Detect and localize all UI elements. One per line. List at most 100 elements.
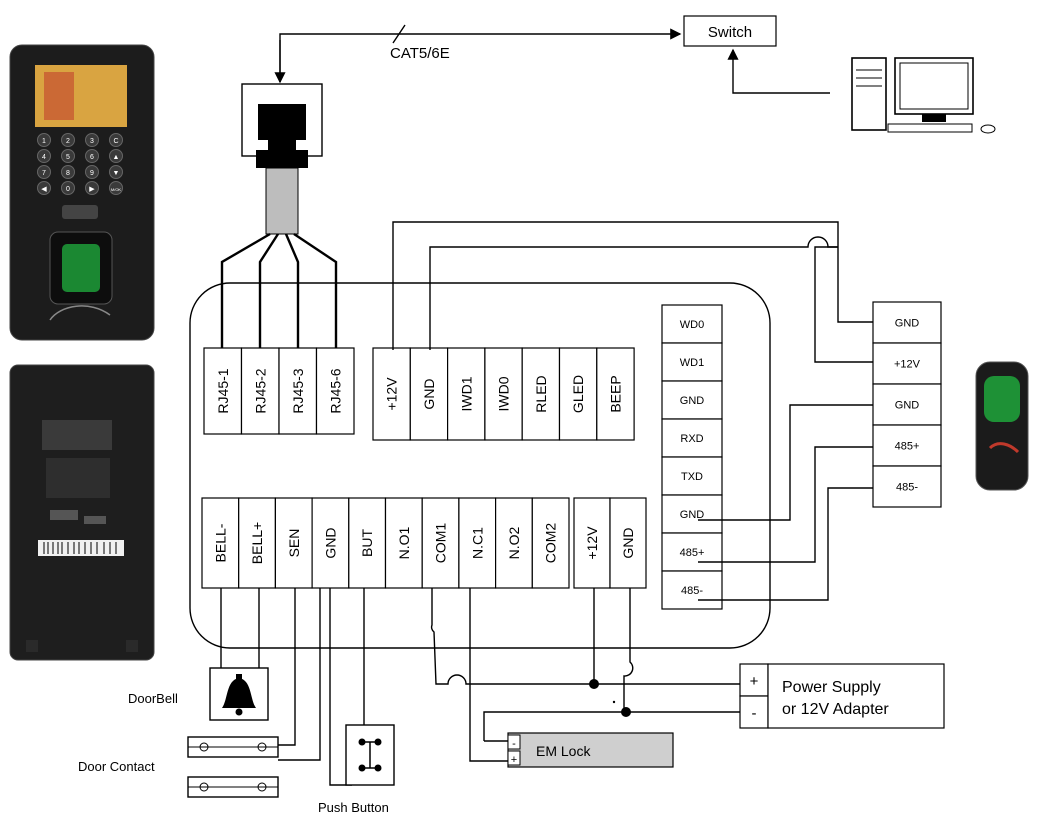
keypad-key-label-12: ◀ (41, 186, 47, 193)
keypad-key-label-6: 6 (90, 154, 94, 161)
reader-logo-icon (988, 442, 1020, 454)
keypad-key-9 (61, 165, 75, 179)
door-bell-icon (209, 667, 269, 721)
switch-box (683, 15, 777, 47)
door-bell-label: DoorBell (128, 691, 178, 706)
io-label-bell-0: BELL- (212, 523, 228, 562)
wiegand-terminal-iwd1-2 (447, 347, 486, 441)
keypad-key-15 (109, 181, 123, 195)
cable-boot (256, 150, 308, 168)
barcode-sticker (38, 540, 124, 556)
computer-icon (851, 57, 996, 134)
reader-terminal-485-4 (872, 465, 942, 508)
rs485-terminal-txd-4 (661, 456, 723, 496)
rs485-label-wd0-0: WD0 (680, 319, 704, 331)
power-terminal-12v-0 (573, 497, 611, 589)
io-label-bell-1: BELL+ (249, 522, 265, 564)
keypad-key-label-8: 7 (42, 170, 46, 177)
rs485-terminal-485-6 (661, 532, 723, 572)
cable-label: CAT5/6E (390, 45, 450, 62)
rs485-label-gnd-5: GND (680, 509, 705, 521)
rj45-jack-icon (241, 83, 323, 157)
power-label-12v-0: +12V (584, 526, 600, 560)
io-label-n-o1-5: N.O1 (396, 526, 412, 559)
keypad-key-label-15: M/OK (111, 187, 122, 192)
keypad-key-label-11: ▼ (113, 170, 120, 177)
fingerprint-reader-photo (975, 361, 1029, 491)
rs485-label-txd-4: TXD (681, 471, 703, 483)
brand-logo-icon (49, 305, 111, 321)
keypad-key-14 (85, 181, 99, 195)
keypad-key-label-13: 0 (66, 186, 70, 193)
keypad-key-5 (61, 149, 75, 163)
keypad-key-12 (37, 181, 51, 195)
rs485-label-wd1-1: WD1 (680, 357, 704, 369)
wiegand-terminal-gled-5 (558, 347, 598, 441)
rj45-label-rj45-1-0: RJ45-1 (215, 368, 231, 413)
keypad-key-label-0: 1 (42, 138, 46, 145)
rj45-fan-wires (220, 232, 338, 348)
wiegand-terminal-gnd-1 (409, 347, 449, 441)
power-label-gnd-1: GND (620, 527, 636, 558)
keypad-key-3 (109, 133, 123, 147)
junction-minus (621, 707, 631, 717)
io-terminal-n-c1-7 (458, 497, 497, 589)
keypad-key-10 (85, 165, 99, 179)
rs485-terminal-gnd-5 (661, 494, 723, 534)
em-lock-box (507, 732, 674, 768)
rj45-label-rj45-3-2: RJ45-3 (290, 368, 306, 413)
push-button-label: Push Button (318, 800, 389, 815)
io-label-but-4: BUT (359, 529, 375, 557)
rj45-terminal-rj45-6-3 (315, 347, 355, 435)
io-label-gnd-3: GND (322, 527, 338, 558)
power-terminal-block: +12V GND (573, 497, 647, 589)
em-lock-plus-label: + (511, 754, 517, 766)
em-lock-minus-label: - (512, 738, 516, 750)
controller-board-outline (189, 282, 771, 649)
rs485-label-gnd-2: GND (680, 395, 705, 407)
keypad-key-label-7: ▲ (113, 154, 120, 161)
keypad-key-4 (37, 149, 51, 163)
cable-slash (392, 24, 406, 44)
keypad-key-label-10: 9 (90, 170, 94, 177)
keypad-key-label-3: C (113, 138, 118, 145)
rs485-terminal-485-7 (661, 570, 723, 610)
keypad-key-label-4: 4 (42, 154, 46, 161)
wiegand-terminal-iwd0-3 (484, 347, 523, 441)
io-label-com2-9: COM2 (543, 523, 559, 564)
reader-terminal-485-3 (872, 424, 942, 467)
power-terminal-gnd-1 (609, 497, 647, 589)
io-terminal-n-o2-8 (495, 497, 533, 589)
reader-label-gnd-0: GND (895, 318, 920, 330)
io-terminal-com1-6 (421, 497, 460, 589)
wiegand-label-rled-4: RLED (533, 375, 549, 412)
reader-label-485-3: 485+ (895, 441, 920, 453)
reader-label-485-4: 485- (896, 482, 918, 494)
wiegand-label-gnd-1: GND (421, 378, 437, 409)
keypad-key-label-9: 8 (66, 170, 70, 177)
io-terminal-bell-1 (238, 497, 276, 589)
rs485-label-rxd-3: RXD (680, 433, 703, 445)
wiegand-label-gled-5: GLED (570, 375, 586, 413)
reader-label-12v-1: +12V (894, 359, 921, 371)
wiegand-terminal-rled-4 (521, 347, 561, 441)
em-lock-label: EM Lock (536, 743, 591, 759)
reader-terminal-gnd-2 (872, 383, 942, 426)
rj45-terminal-rj45-1-0 (203, 347, 243, 435)
keypad-key-label-1: 2 (66, 138, 70, 145)
wiegand-label-12v-0: +12V (384, 377, 400, 411)
rj45-label-rj45-2-1: RJ45-2 (252, 368, 268, 413)
io-label-n-c1-7: N.C1 (469, 527, 485, 559)
cable-jacket (265, 167, 299, 235)
psu-label-line1: Power Supply (782, 679, 881, 696)
reader-terminal-12v-1 (872, 342, 942, 385)
wiegand-label-iwd1-2: IWD1 (458, 376, 474, 411)
